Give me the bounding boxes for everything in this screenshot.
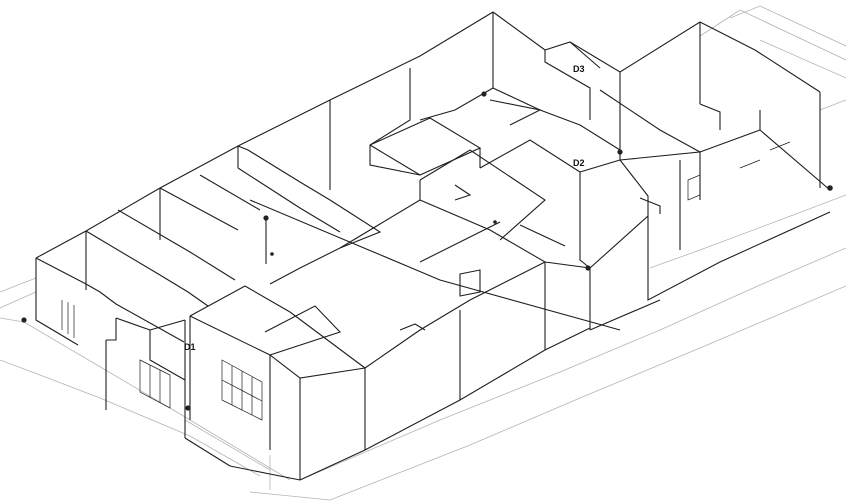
label-d1: D1: [184, 342, 196, 352]
junction-point: [617, 149, 623, 155]
junction-point: [585, 265, 591, 271]
junction-point: [21, 317, 27, 323]
junction-point: [827, 185, 833, 191]
junction-point: [263, 215, 269, 221]
label-d2: D2: [573, 158, 585, 168]
junction-point: [481, 91, 487, 97]
ground-lines: [0, 5, 846, 501]
junction-point: [185, 405, 191, 411]
junction-points: [21, 91, 833, 411]
window-details: [61, 141, 791, 421]
label-d3: D3: [573, 64, 585, 74]
junction-point: [270, 252, 274, 256]
junction-point: [493, 220, 497, 224]
